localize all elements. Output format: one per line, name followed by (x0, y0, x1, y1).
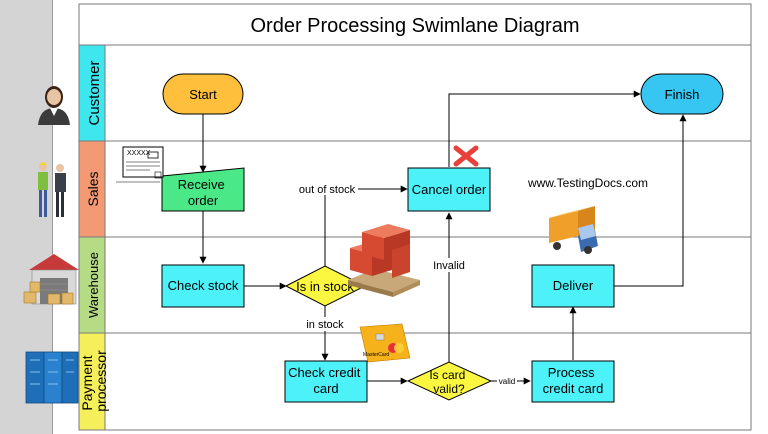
edge-label-out-of-stock: out of stock (299, 184, 356, 196)
node-check-stock[interactable]: Check stock (161, 264, 245, 308)
lane-label-payment-line1: Payment (79, 355, 95, 410)
sales-people-icon (38, 162, 66, 217)
node-deliver[interactable]: Deliver (531, 264, 615, 308)
edge-label-invalid: Invalid (433, 260, 465, 272)
node-start-label: Start (189, 87, 217, 102)
diagram-title: Order Processing Swimlane Diagram (250, 15, 579, 37)
node-check-credit-card-label: Check credit card (288, 365, 364, 396)
lane-label-payment: Payment processor (79, 350, 109, 412)
lane-label-sales: Sales (85, 171, 101, 206)
customer-person-icon (38, 86, 70, 125)
server-rack-icon (25, 351, 79, 404)
node-finish[interactable]: Finish (640, 73, 724, 115)
delivery-truck-icon (549, 206, 598, 254)
node-finish-label: Finish (665, 87, 700, 102)
edge-deliver-finish (614, 114, 687, 287)
node-is-card-valid-label: Is card valid? (429, 368, 468, 396)
watermark: www.TestingDocs.com (527, 176, 648, 190)
node-start[interactable]: Start (162, 73, 244, 115)
lane-label-customer: Customer (86, 60, 103, 125)
node-process-credit-card-label: Process credit card (543, 365, 604, 396)
credit-card-icon: MasterCard (359, 323, 411, 363)
svg-text:MasterCard: MasterCard (363, 352, 389, 358)
connectors (199, 90, 687, 385)
edge-cancel-finish (448, 90, 641, 167)
node-is-in-stock[interactable]: Is in stock (284, 265, 367, 307)
node-is-in-stock-label: Is in stock (296, 279, 354, 294)
lane-label-warehouse: Warehouse (86, 252, 101, 318)
node-receive-order-label: Receive order (178, 177, 229, 208)
lane-label-payment-line2: processor (93, 350, 109, 412)
boxes-pallet-icon (348, 224, 420, 297)
node-receive-order[interactable]: Receive order (161, 167, 245, 212)
edge-label-valid: valid (499, 377, 515, 386)
node-cancel-order-label: Cancel order (412, 182, 487, 197)
edge-label-in-stock: in stock (306, 319, 344, 331)
svg-text:XXXXX: XXXXX (127, 150, 151, 157)
node-check-stock-label: Check stock (168, 278, 239, 293)
cancel-x-icon (453, 145, 479, 167)
node-check-credit-card[interactable]: Check credit card (284, 360, 368, 403)
warehouse-building-icon (23, 254, 79, 305)
node-is-card-valid[interactable]: Is card valid? (406, 361, 493, 401)
node-process-credit-card[interactable]: Process credit card (531, 360, 615, 403)
node-deliver-label: Deliver (553, 278, 594, 293)
node-cancel-order[interactable]: Cancel order (407, 167, 491, 212)
order-form-icon: XXXXX (116, 146, 164, 183)
